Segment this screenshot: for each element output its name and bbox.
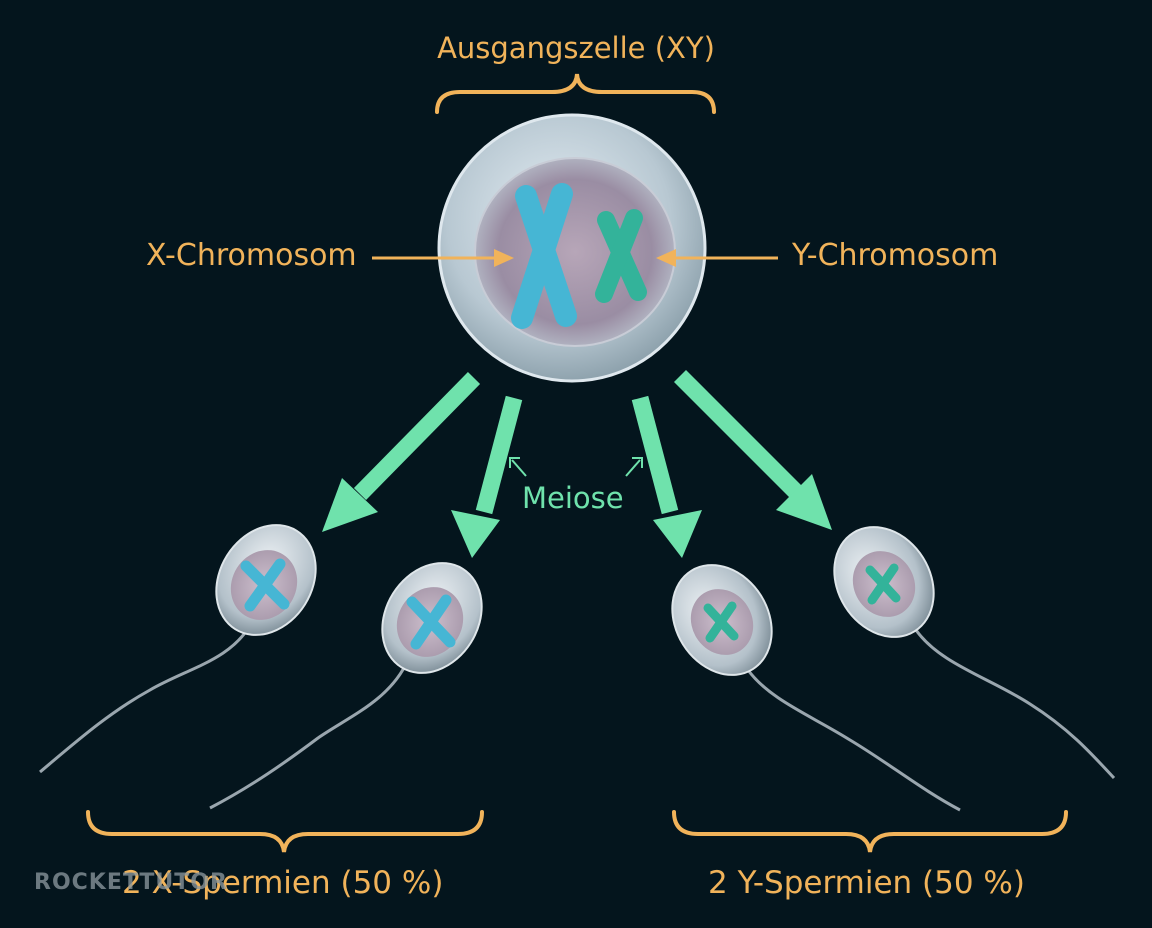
meiosis-arrows — [322, 369, 832, 558]
left-group-brace — [86, 810, 484, 853]
meiose-pointer-arrows — [509, 457, 643, 477]
parent-cell-label: Ausgangszelle (XY) — [437, 31, 715, 65]
parent-cell — [437, 113, 707, 383]
x-chromosome-label: X-Chromosom — [146, 238, 357, 273]
watermark-logo: ROCKETTUTOR — [34, 870, 228, 895]
x-chromosome-small-icon — [240, 558, 290, 612]
y-chromosome-icon — [595, 209, 647, 303]
x-label-arrow — [372, 249, 514, 267]
y-sperm-group-label: 2 Y-Spermien (50 %) — [708, 865, 1025, 901]
y-chromosome-small-icon — [703, 601, 739, 643]
y-chromosome-label: Y-Chromosom — [792, 238, 999, 273]
x-sperm-group-label: 2 X-Spermien (50 %) — [122, 865, 444, 901]
x-chromosome-icon — [511, 183, 577, 329]
meiosis-label: Meiose — [522, 481, 624, 515]
sperm-cell-y-1 — [671, 564, 961, 812]
y-chromosome-small-icon — [865, 563, 901, 605]
right-group-brace — [672, 810, 1068, 853]
y-label-arrow — [656, 249, 778, 267]
sperm-cell-x-1 — [39, 524, 317, 774]
top-brace — [435, 73, 716, 114]
x-chromosome-small-icon — [406, 594, 456, 650]
sperm-cell-y-2 — [833, 526, 1116, 780]
sperm-cell-x-2 — [209, 562, 483, 810]
